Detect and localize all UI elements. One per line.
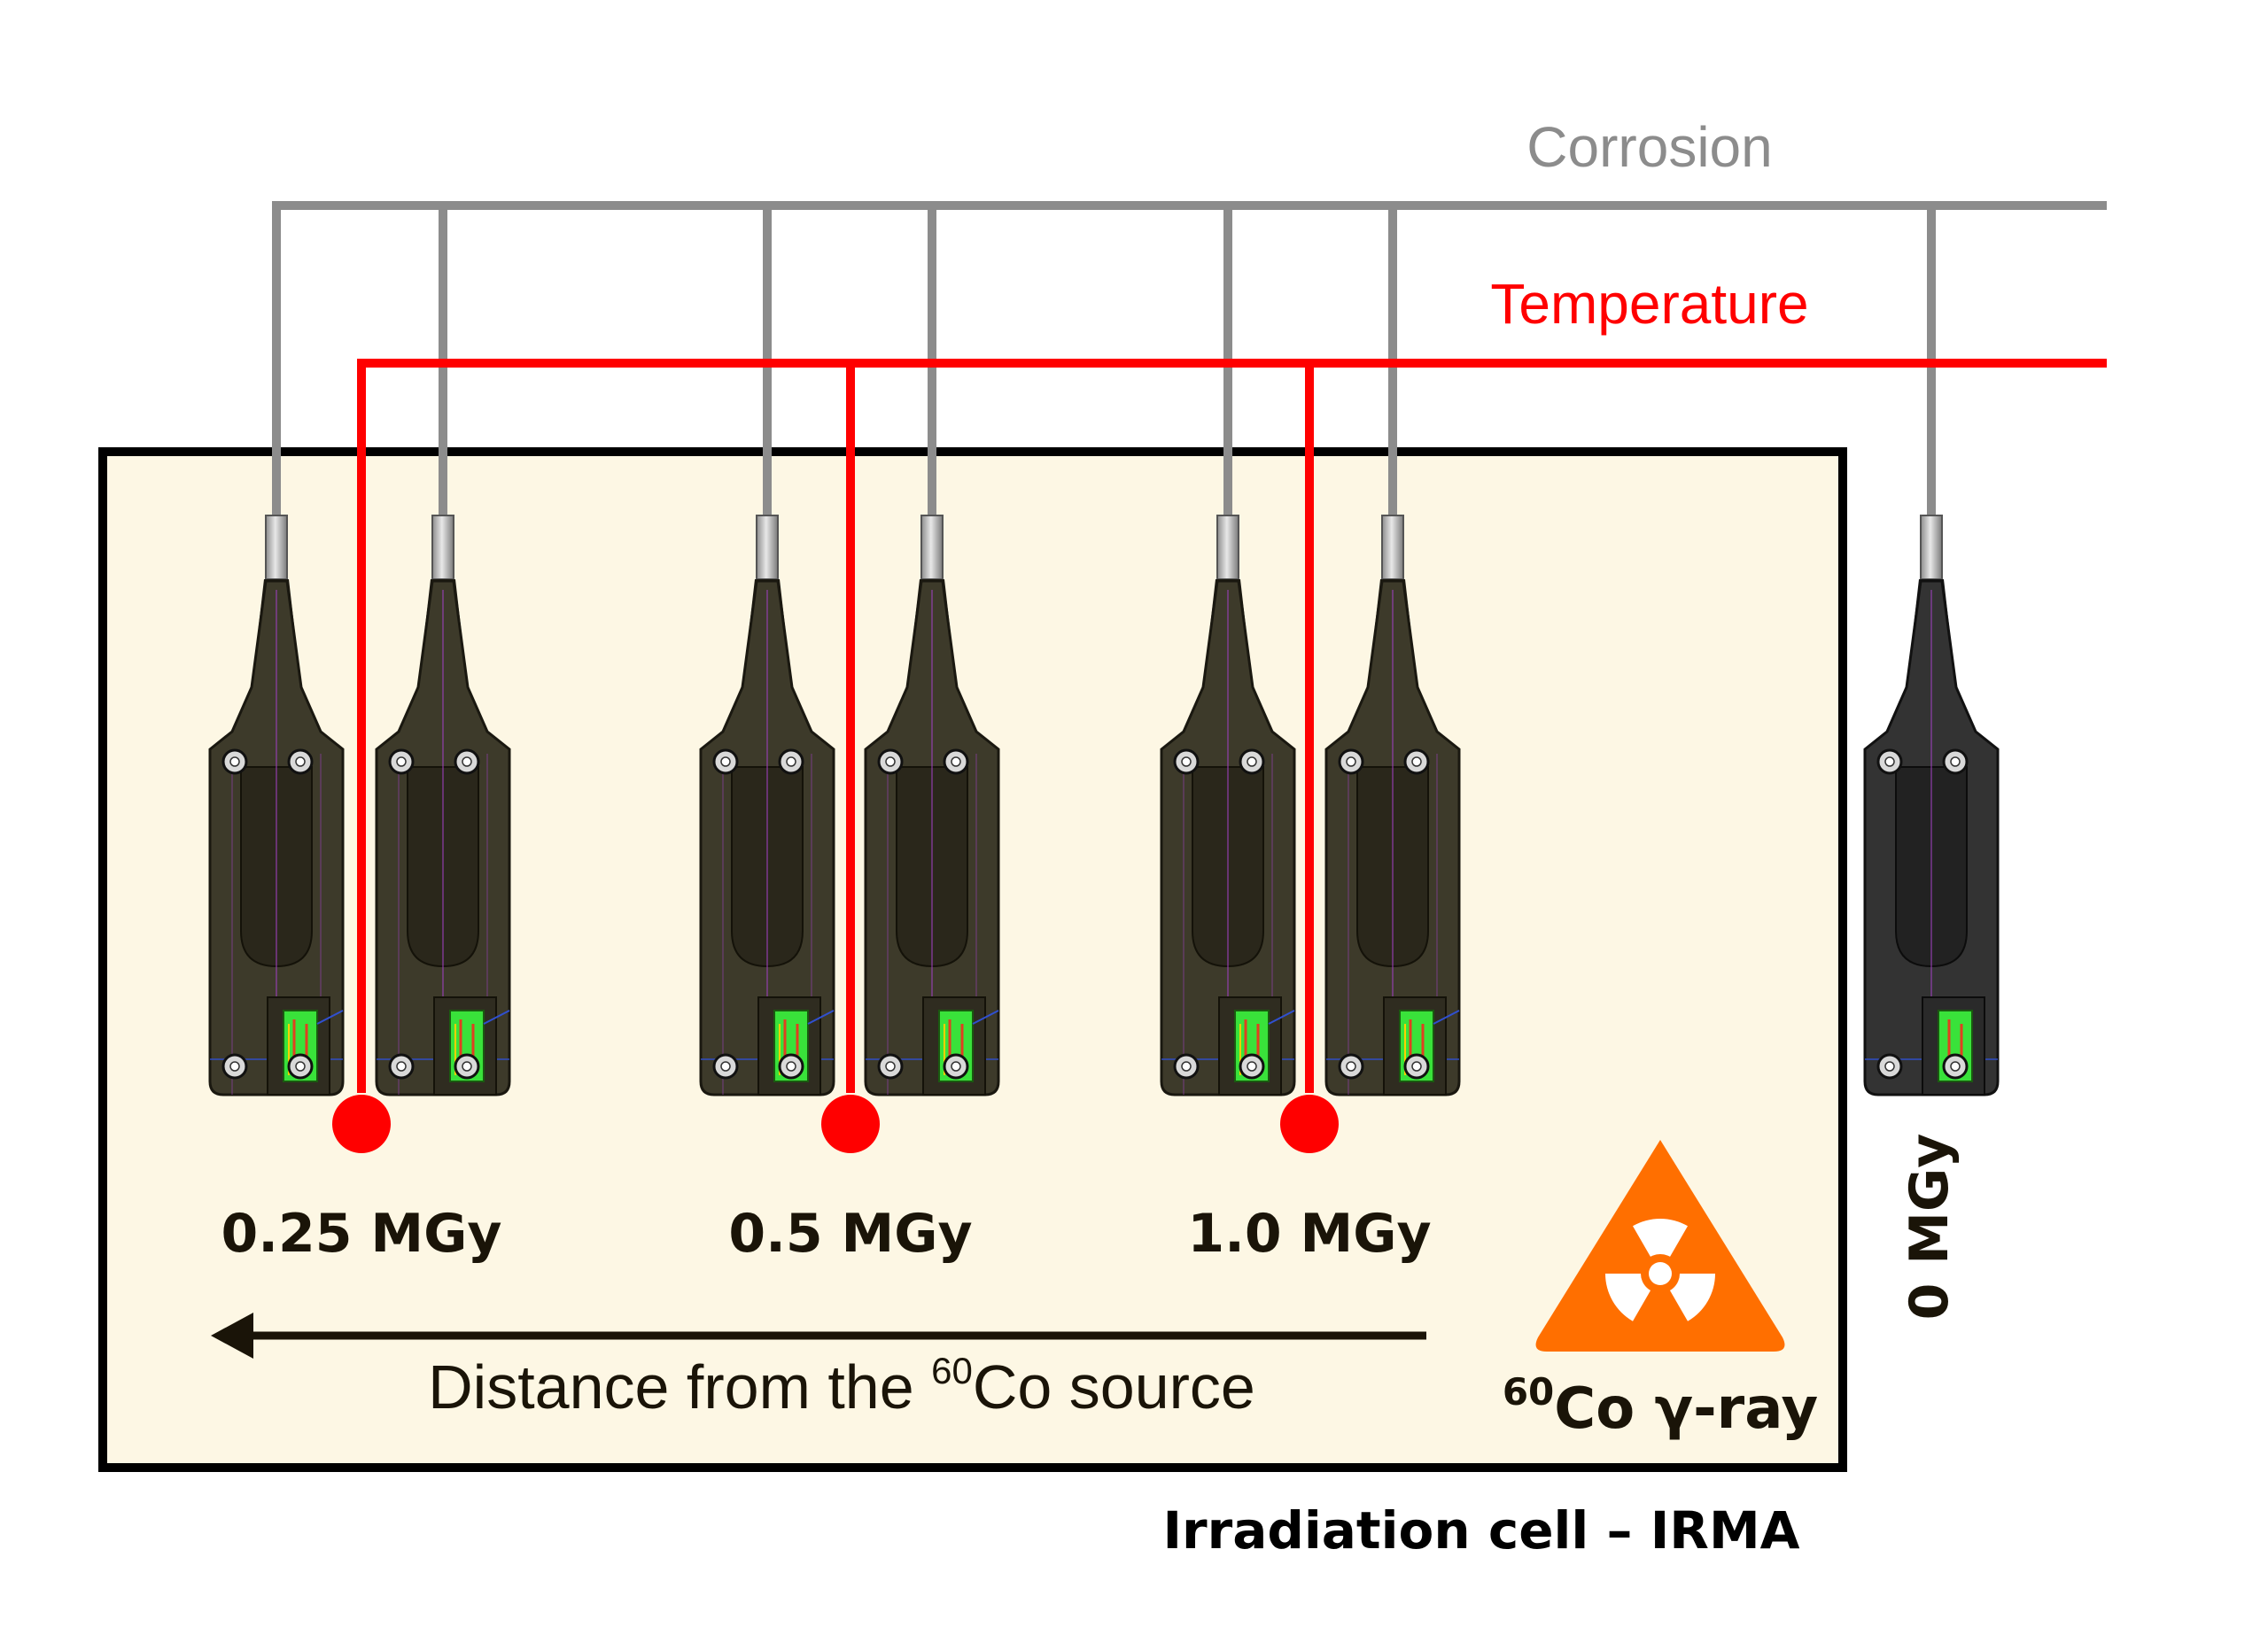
thermocouple-tip — [1280, 1095, 1339, 1153]
dose-label-10: 1.0 MGy — [1187, 1203, 1431, 1265]
source-label: 60Co γ-ray — [1503, 1370, 1818, 1442]
radiation-warning-icon — [1535, 1140, 1785, 1352]
thermocouple-tips — [332, 1095, 1339, 1153]
thermocouple-tip — [332, 1095, 391, 1153]
dose-label-05: 0.5 MGy — [728, 1203, 972, 1265]
dose-label-025: 0.25 MGy — [221, 1203, 502, 1265]
dose-label-0: 0 MGy — [1899, 1134, 1961, 1321]
thermocouple-tip — [821, 1095, 880, 1153]
temperature-wiring — [357, 359, 2107, 1093]
reference-probe — [1863, 514, 2000, 1096]
corrosion-label: Corrosion — [1526, 115, 1772, 179]
distance-arrow — [211, 1313, 1426, 1359]
distance-label: Distance from the 60Co source — [428, 1350, 1255, 1422]
temperature-label: Temperature — [1490, 272, 1808, 336]
cell-label: Irradiation cell – IRMA — [1162, 1500, 1799, 1561]
